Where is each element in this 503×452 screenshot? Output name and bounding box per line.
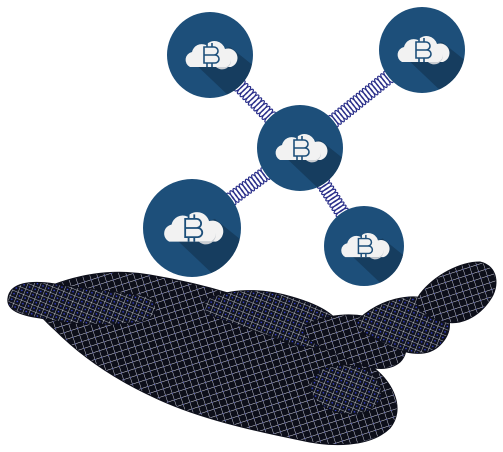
spring-center-bottom-right [316,179,349,218]
spring-center-top-right [328,70,394,128]
spring-coil [321,185,335,196]
spring-coil [333,204,347,215]
spring-coil [329,198,343,208]
hand-thumb [7,281,157,325]
cloud-bitcoin-icon [164,212,224,245]
spring-coil [331,201,345,212]
node-bottom-left [143,179,241,277]
spring-coil [325,191,339,202]
spring-coil [327,194,341,205]
spring-connectors [226,70,394,218]
cloud-bitcoin-icon [185,41,238,70]
cloud-bitcoin-icon [397,36,450,65]
hand-knuckle [309,364,382,415]
cloud-bitcoin-icon [341,233,390,260]
node-top-right [379,7,465,93]
spring-coil [318,182,333,193]
spring-center-top-left [234,80,276,123]
spring-center-bottom-left [226,167,271,206]
cloud-bitcoin-icon [275,134,328,163]
spring-coil [323,188,337,199]
wireframe-hand [7,261,497,446]
hand-finger-4 [416,261,497,324]
